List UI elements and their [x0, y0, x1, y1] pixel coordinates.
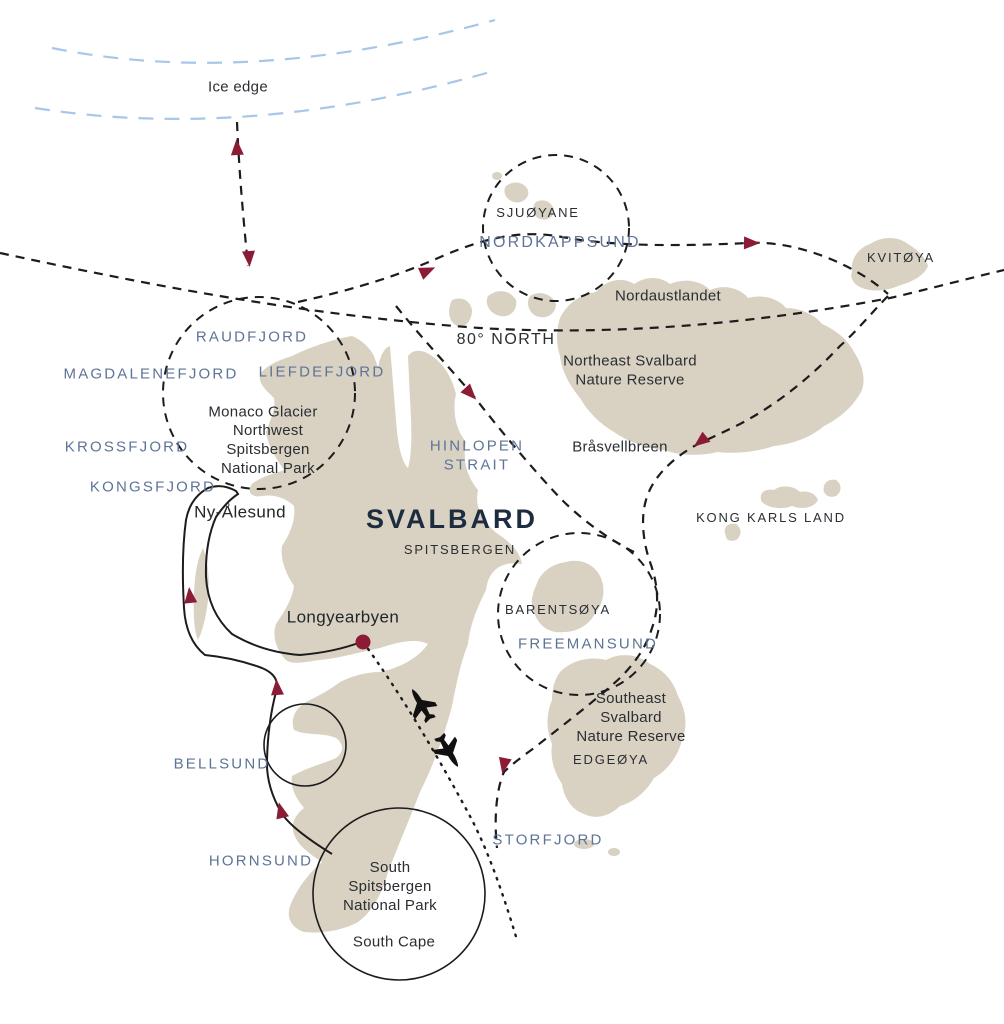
route-arrow	[276, 802, 290, 820]
island-spitsbergen	[249, 336, 522, 933]
islet-sjuoyane-1	[504, 182, 529, 203]
route-hinlopen	[395, 305, 635, 553]
islet-sjuoyane-2	[533, 200, 554, 220]
ice-edge-arc-upper	[51, 18, 496, 64]
islet-nordkapp-2	[528, 293, 556, 318]
airplane-icons	[412, 689, 458, 767]
circle-south-cape	[312, 807, 486, 981]
longyearbyen-marker	[355, 634, 371, 650]
islet-kong-karls-2	[823, 479, 841, 497]
route-arrow	[460, 383, 477, 400]
airplane-icon	[412, 689, 438, 724]
island-edgeoya	[547, 655, 686, 817]
route-ice-spur	[235, 121, 250, 267]
islet-south-edgeoya-1	[574, 839, 594, 849]
route-ship-solid	[181, 485, 362, 855]
route-arrow	[743, 236, 760, 250]
islet-nordkapp-1	[486, 291, 517, 317]
landmasses	[193, 172, 928, 933]
route-arrow	[184, 587, 198, 604]
route-eastcoast	[494, 295, 889, 849]
islet-kong-karls-3	[724, 523, 741, 541]
route-80north-line	[0, 251, 1004, 332]
ice-edge-lines	[34, 18, 498, 121]
circle-bellsund	[263, 703, 347, 787]
islet-south-edgeoya-2	[608, 848, 620, 856]
circle-raudfjord	[162, 296, 356, 490]
route-direction-arrows	[184, 139, 760, 820]
route-arrow	[230, 139, 244, 156]
ice-edge-arc-lower	[34, 68, 498, 121]
airplane-icon	[432, 732, 458, 767]
route-arrow	[693, 431, 711, 447]
sea-routes-dashed	[0, 121, 1004, 849]
island-lagoya	[449, 298, 472, 327]
island-kvitoya	[851, 238, 928, 291]
route-arrow	[417, 267, 436, 280]
route-arrow	[242, 250, 255, 267]
circle-nordkappsund	[482, 154, 630, 302]
route-arrow	[271, 679, 284, 696]
route-northeast	[297, 233, 889, 304]
route-arrow	[498, 756, 512, 774]
island-nordaustlandet	[557, 278, 864, 455]
islet-sjuoyane-3	[492, 172, 502, 180]
circle-freemansund	[497, 532, 661, 696]
highlight-circles	[162, 154, 661, 981]
islet-kong-karls-1	[760, 486, 818, 509]
island-barentsoya	[531, 560, 604, 633]
